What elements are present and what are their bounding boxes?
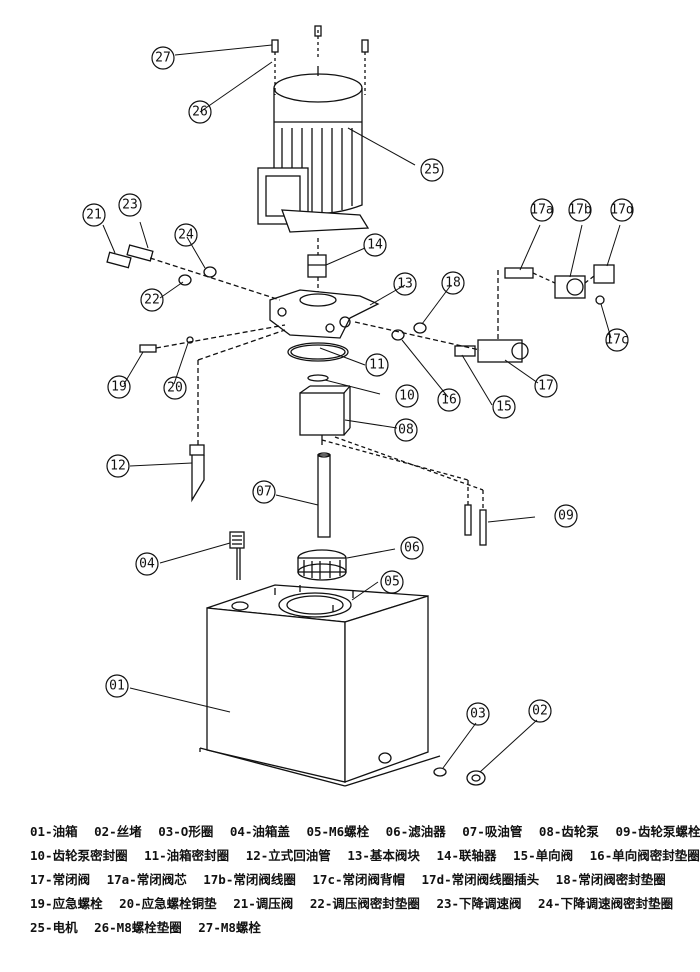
callout-17b: 17b <box>568 203 592 218</box>
emergency-bolt-part <box>139 324 286 353</box>
callout-09: 09 <box>558 509 574 524</box>
legend-item: 12-立式回油管 <box>245 848 331 863</box>
callout-17: 17 <box>538 379 554 394</box>
callout-07: 07 <box>256 485 272 500</box>
legend-item: 21-调压阀 <box>233 896 294 911</box>
pressure-valve-seal-part <box>178 274 192 286</box>
o-ring-part <box>433 767 447 777</box>
motor-part <box>257 30 370 233</box>
check-valve-seal-part <box>391 329 405 341</box>
legend-row: 25-电机 26-M8螺栓垫圈 27-M8螺栓 <box>30 916 690 940</box>
legend-item: 03-O形圈 <box>158 824 214 839</box>
filter-part <box>297 549 347 581</box>
legend-row: 10-齿轮泵密封圈 11-油箱密封圈 12-立式回油管 13-基本阀块 14-联… <box>30 844 700 868</box>
tank-cap-part <box>229 531 245 580</box>
callout-21: 21 <box>86 208 102 223</box>
pressure-valve-part <box>106 244 154 269</box>
callout-23: 23 <box>122 198 138 213</box>
callout-19: 19 <box>111 380 127 395</box>
legend-item: 20-应急螺栓铜垫 <box>119 896 217 911</box>
legend-item: 08-齿轮泵 <box>538 824 599 839</box>
legend-row: 19-应急螺栓 20-应急螺栓铜垫 21-调压阀 22-调压阀密封垫圈 23-下… <box>30 892 690 916</box>
callout-04: 04 <box>139 557 155 572</box>
legend-item: 19-应急螺栓 <box>30 896 103 911</box>
callout-26: 26 <box>192 105 208 120</box>
closed-valve-seal-part <box>413 322 427 334</box>
closed-valve-part <box>477 339 529 363</box>
pump-bolts-part <box>321 436 487 546</box>
callout-14: 14 <box>367 238 383 253</box>
legend-item: 17d-常闭阀线圈插头 <box>421 872 540 887</box>
legend-item: 17-常闭阀 <box>30 872 91 887</box>
callout-02: 02 <box>532 704 548 719</box>
callout-17a: 17a <box>530 203 553 218</box>
coil-plug-part <box>593 264 615 284</box>
callout-10: 10 <box>399 389 415 404</box>
callout-24: 24 <box>178 228 194 243</box>
legend-item: 27-M8螺栓 <box>198 920 261 935</box>
legend-item: 13-基本阀块 <box>347 848 420 863</box>
exploded-assembly-diagram: 27 26 25 14 13 23 21 24 22 18 11 10 08 1… <box>82 25 634 787</box>
legend-item: 17a-常闭阀芯 <box>106 872 187 887</box>
legend-item: 05-M6螺栓 <box>306 824 370 839</box>
legend-item: 24-下降调速阀密封垫圈 <box>538 896 674 911</box>
callout-11: 11 <box>369 358 385 373</box>
legend-item: 18-常闭阀密封垫圈 <box>555 872 666 887</box>
callout-08: 08 <box>398 423 414 438</box>
callout-20: 20 <box>167 381 183 396</box>
parts-legend: 01-油箱 02-丝堵 03-O形圈 04-油箱盖 05-M6螺栓 06-滤油器… <box>30 820 700 940</box>
callout-22: 22 <box>144 293 160 308</box>
legend-item: 14-联轴器 <box>436 848 497 863</box>
legend-item: 25-电机 <box>30 920 78 935</box>
filler-flange-part <box>274 585 354 618</box>
pump-seal-part <box>307 374 329 382</box>
tank-seal-part <box>287 342 349 362</box>
oil-tank-part <box>199 584 441 787</box>
legend-item: 26-M8螺栓垫圈 <box>94 920 182 935</box>
legend-item: 17c-常闭阀背帽 <box>312 872 405 887</box>
callout-13: 13 <box>397 277 413 292</box>
suction-pipe-part <box>317 452 331 538</box>
legend-item: 06-滤油器 <box>385 824 446 839</box>
callout-01: 01 <box>109 679 125 694</box>
callout-18: 18 <box>445 276 461 291</box>
callout-03: 03 <box>470 707 486 722</box>
valve-block-part <box>269 289 380 339</box>
legend-item: 16-单向阀密封垫圈 <box>589 848 700 863</box>
legend-item: 04-油箱盖 <box>229 824 290 839</box>
return-pipe-part <box>189 329 286 503</box>
check-valve-part <box>454 345 476 357</box>
legend-item: 02-丝堵 <box>94 824 142 839</box>
legend-item: 15-单向阀 <box>513 848 574 863</box>
speed-valve-seal-part <box>203 266 217 278</box>
legend-item: 17b-常闭阀线圈 <box>203 872 296 887</box>
valve-core-part <box>504 267 534 279</box>
legend-row: 17-常闭阀 17a-常闭阀芯 17b-常闭阀线圈 17c-常闭阀背帽 17d-… <box>30 868 690 892</box>
callout-25: 25 <box>424 163 440 178</box>
callout-27: 27 <box>155 51 171 66</box>
valve-coil-part <box>554 275 586 299</box>
callout-06: 06 <box>404 541 420 556</box>
legend-item: 11-油箱密封圈 <box>144 848 230 863</box>
legend-row: 01-油箱 02-丝堵 03-O形圈 04-油箱盖 05-M6螺栓 06-滤油器… <box>30 820 700 844</box>
callout-17c: 17c <box>605 333 628 348</box>
gear-pump-part <box>299 385 351 445</box>
legend-item: 22-调压阀密封垫圈 <box>309 896 420 911</box>
legend-item: 09-齿轮泵螺栓 <box>615 824 700 839</box>
valve-back-cap-part <box>595 295 605 305</box>
legend-item: 07-吸油管 <box>462 824 523 839</box>
legend-item: 10-齿轮泵密封圈 <box>30 848 128 863</box>
callout-12: 12 <box>110 459 126 474</box>
coupling-part <box>307 254 327 278</box>
motor-bolts-part <box>271 25 369 95</box>
callout-05: 05 <box>384 575 400 590</box>
callout-15: 15 <box>496 400 512 415</box>
legend-item: 23-下降调速阀 <box>436 896 522 911</box>
callout-16: 16 <box>441 393 457 408</box>
legend-item: 01-油箱 <box>30 824 78 839</box>
drain-plug-part <box>466 770 486 786</box>
callout-17d: 17d <box>610 203 633 218</box>
